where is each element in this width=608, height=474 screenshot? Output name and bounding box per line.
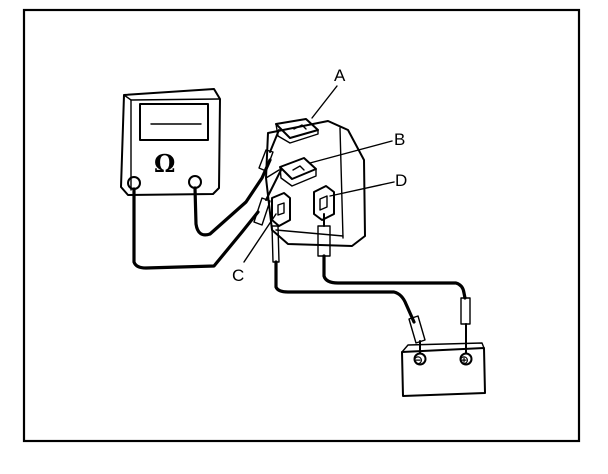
ohm-symbol: Ω: [154, 149, 175, 178]
meter-lead-left: [132, 187, 260, 270]
callout-d: D: [329, 171, 407, 197]
lead-d-to-positive: [322, 254, 467, 300]
label-d: D: [395, 171, 407, 190]
relay-terminal-c: [271, 192, 291, 227]
lead-c-to-negative: [274, 260, 416, 324]
battery-icon: ⊖ ⊕: [401, 342, 486, 397]
battery-negative-symbol: ⊖: [413, 353, 423, 367]
meter-display: [139, 103, 209, 141]
relay-terminal-b: [279, 157, 317, 187]
meter-test-leads: [132, 129, 282, 270]
relay-terminal-d: [313, 185, 335, 221]
battery-clip-negative: [408, 315, 426, 344]
callout-a: A: [311, 66, 346, 119]
clip-c: [271, 225, 280, 263]
callout-c: C: [232, 213, 277, 285]
meter-lead-right: [193, 158, 272, 237]
relay-terminal-a: [275, 118, 319, 144]
clip-d: [317, 225, 331, 257]
battery-positive-symbol: ⊕: [459, 353, 469, 367]
probe-a: [258, 149, 274, 172]
battery-leads: [271, 213, 471, 354]
probe-b: [253, 197, 271, 226]
relay-icon: [265, 118, 366, 247]
meter-terminal-left: [127, 176, 141, 190]
callout-b: B: [309, 130, 405, 164]
label-a: A: [334, 66, 346, 85]
meter-terminal-right: [188, 175, 202, 189]
battery-clip-positive: [460, 297, 471, 325]
diagram-frame: [22, 8, 581, 443]
ohmmeter-icon: Ω: [120, 88, 221, 196]
label-b: B: [394, 130, 405, 149]
label-c: C: [232, 266, 244, 285]
